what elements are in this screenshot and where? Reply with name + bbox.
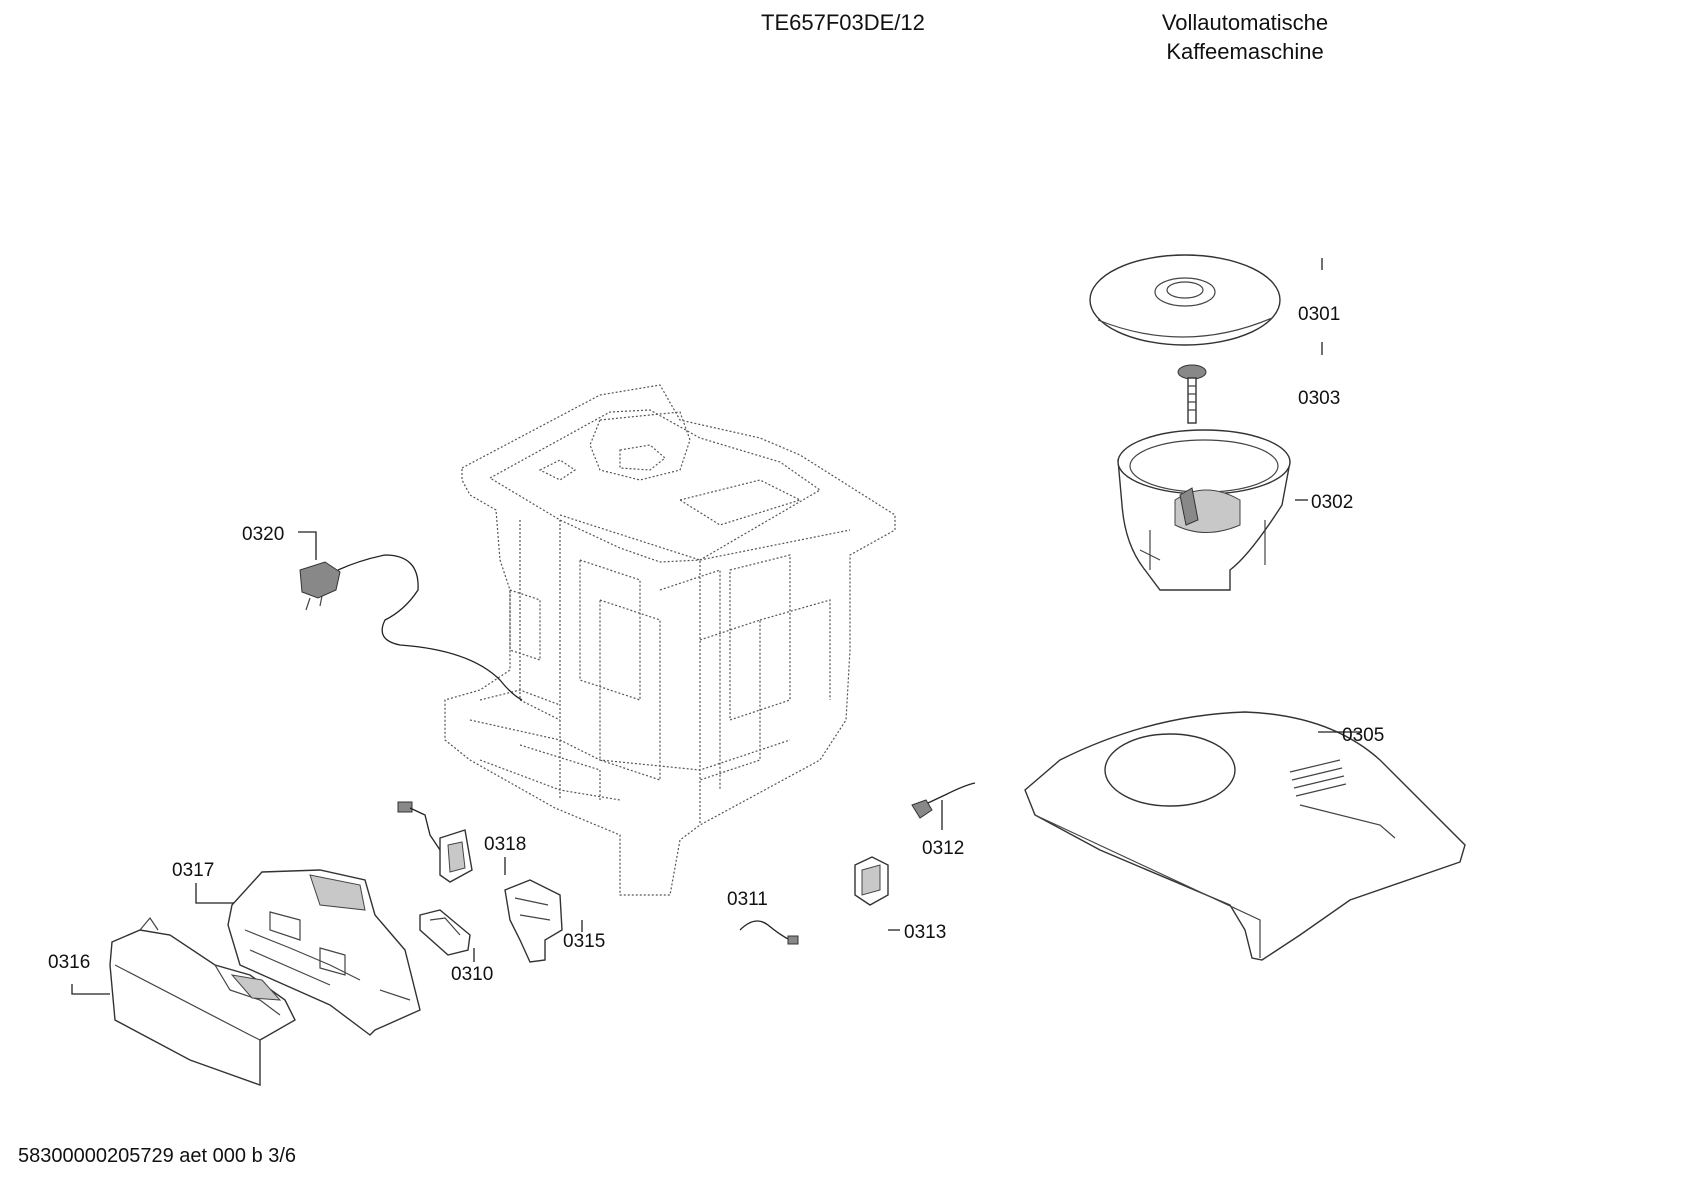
document-id: 58300000205729 aet 000 b 3/6 [18, 1145, 297, 1167]
part-labels: 0301 0303 0302 0305 0320 0312 0313 0311 … [48, 304, 1384, 985]
part-0302-grinder-bowl [1117, 429, 1291, 591]
label-0318: 0318 [484, 834, 526, 855]
part-0320-power-cable [299, 554, 523, 701]
leader-lines [71, 258, 1362, 995]
label-0311: 0311 [727, 889, 768, 910]
part-0311-cable [739, 920, 799, 945]
label-0305: 0305 [1342, 725, 1384, 746]
label-0315: 0315 [563, 931, 605, 952]
label-0301: 0301 [1298, 304, 1340, 325]
title-line-2: Kaffeemaschine [1166, 39, 1324, 61]
label-0310: 0310 [451, 964, 493, 985]
part-0316-front-panel [109, 916, 296, 1086]
label-0313: 0313 [904, 922, 946, 943]
part-0318-harness [397, 801, 473, 883]
machine-frame [444, 384, 896, 896]
part-0313-switch [854, 856, 889, 906]
model-number: TE657F03DE/12 [761, 10, 925, 35]
part-0315-bracket [504, 879, 563, 963]
label-0320: 0320 [242, 524, 284, 545]
label-0317: 0317 [172, 860, 214, 881]
part-0303-adjustment-pin [1177, 364, 1207, 424]
part-0310-circuit-board [419, 909, 471, 956]
title-line-1: Vollautomatische [1161, 10, 1329, 35]
label-0302: 0302 [1311, 492, 1353, 513]
part-0317-control-panel [227, 869, 421, 1036]
label-0303: 0303 [1298, 388, 1340, 409]
label-0312: 0312 [922, 838, 964, 859]
label-0316: 0316 [48, 952, 90, 973]
part-0301-lid [1089, 254, 1281, 346]
part-0312-connector [911, 782, 976, 819]
part-0305-top-cover [1024, 711, 1466, 961]
